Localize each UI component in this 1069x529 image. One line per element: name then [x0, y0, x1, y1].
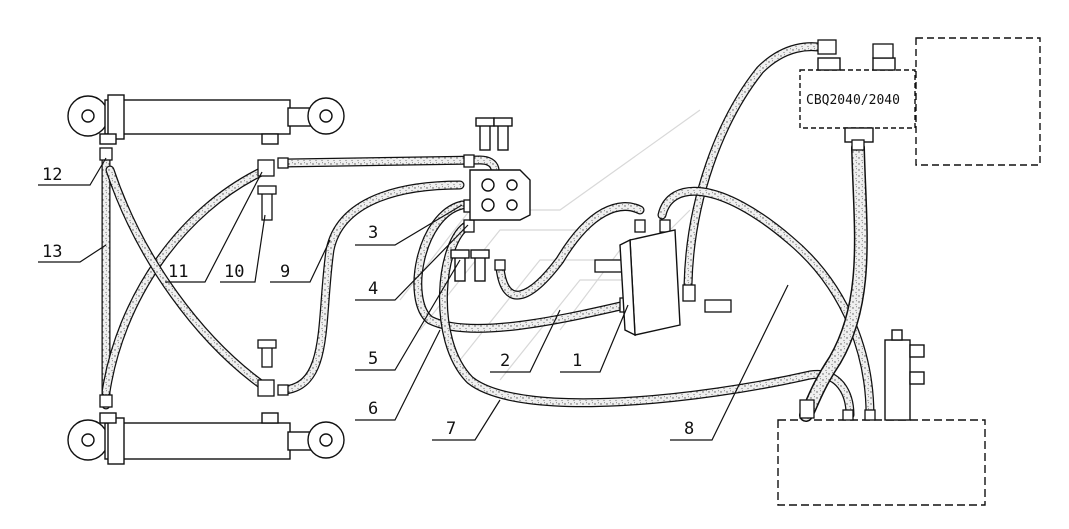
hoses: [101, 42, 875, 422]
callout-13: 13: [42, 242, 62, 262]
callout-11: 11: [168, 262, 188, 282]
callout-8: 8: [684, 419, 694, 439]
pump-label: CBQ2040/2040: [806, 93, 900, 108]
callout-3: 3: [368, 223, 378, 243]
callout-9: 9: [280, 262, 290, 282]
callout-4: 4: [368, 279, 378, 299]
oil-tank: [777, 329, 986, 506]
callout-7: 7: [446, 419, 456, 439]
callout-12: 12: [42, 165, 62, 185]
steering-valve: [450, 117, 531, 282]
cylinder-bottom: [67, 412, 345, 465]
pump: [799, 37, 1041, 166]
flow-valve: [619, 229, 681, 337]
callout-labels: 12 13 11 10 9 3 4 5 6 7 2 1 8: [42, 165, 694, 439]
callout-2: 2: [500, 351, 510, 371]
callout-6: 6: [368, 399, 378, 419]
callout-10: 10: [224, 262, 244, 282]
cylinder-top: [67, 94, 345, 145]
callout-5: 5: [368, 349, 378, 369]
callout-1: 1: [572, 351, 582, 371]
callout-leaders: [38, 157, 789, 441]
